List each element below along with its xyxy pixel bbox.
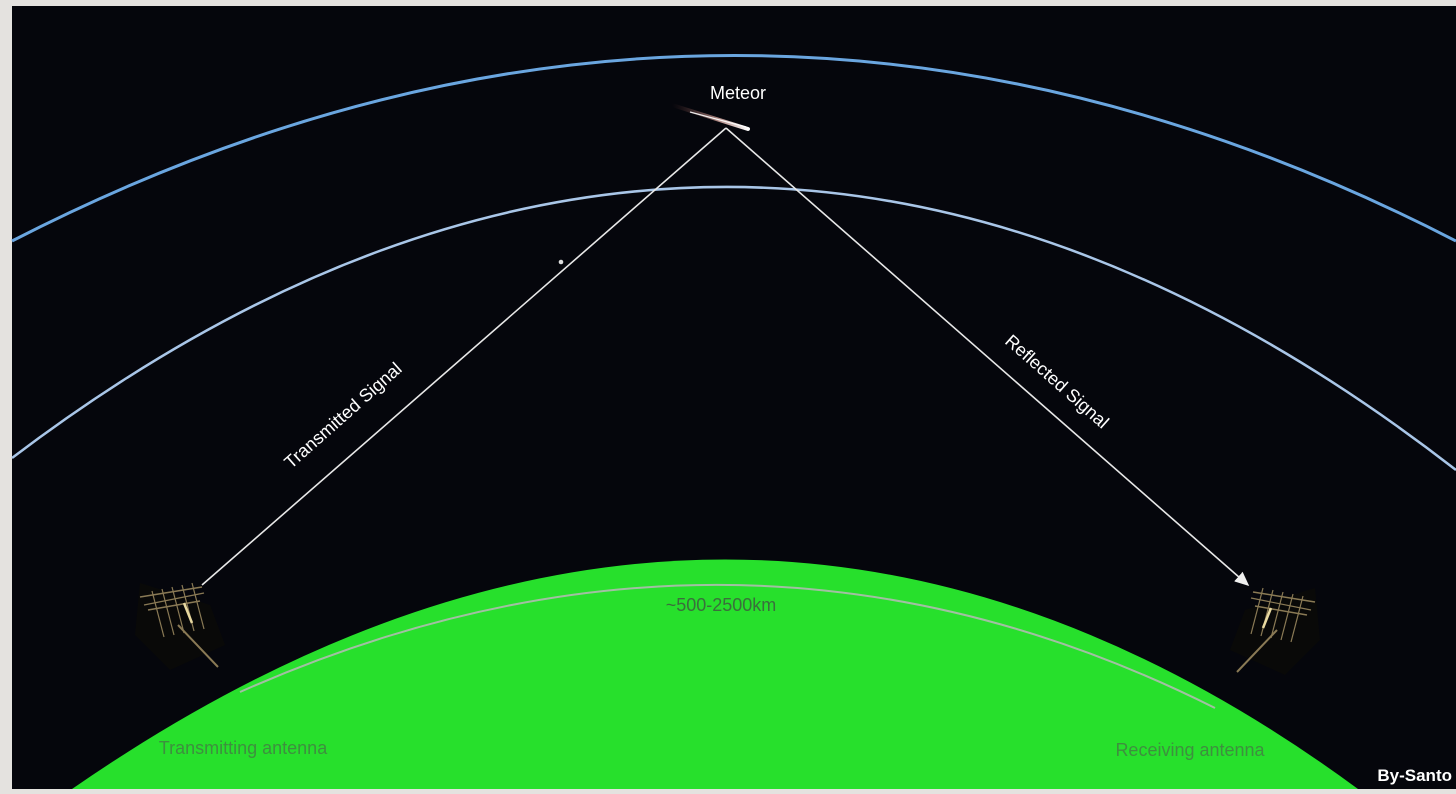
outer-atmosphere-layer bbox=[11, 54, 1456, 243]
distance-label: ~500-2500km bbox=[666, 595, 777, 615]
earth-surface bbox=[72, 559, 1358, 789]
inner-atmosphere-layer bbox=[11, 185, 1456, 471]
transmitting-antenna-icon bbox=[135, 582, 225, 670]
receiving-antenna-label: Receiving antenna bbox=[1115, 740, 1265, 760]
reflected-signal-line bbox=[725, 127, 1250, 587]
transmitted-signal-line bbox=[201, 127, 727, 586]
transmitting-antenna-label: Transmitting antenna bbox=[159, 738, 328, 758]
receiving-antenna-icon bbox=[1230, 587, 1320, 675]
meteor-label: Meteor bbox=[710, 83, 766, 103]
credit-label: By-Santo bbox=[1377, 766, 1452, 785]
meteor-streak-icon bbox=[670, 103, 750, 131]
ground-distance-arc bbox=[239, 583, 1216, 709]
signal-point-marker bbox=[558, 259, 564, 265]
